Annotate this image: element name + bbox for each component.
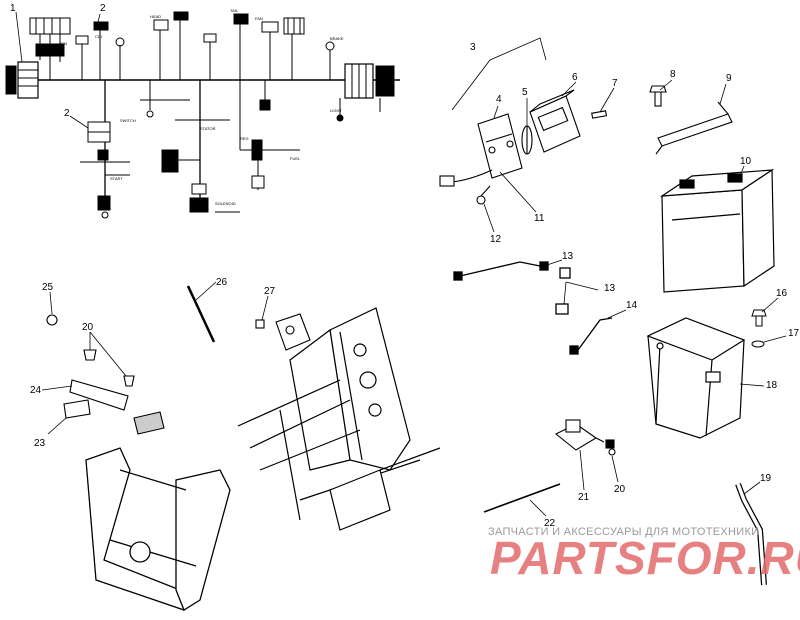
svg-text:LIGHT: LIGHT bbox=[330, 108, 342, 113]
starter-solenoid bbox=[554, 419, 616, 456]
callout-26: 26 bbox=[216, 277, 228, 288]
front-bumper bbox=[85, 447, 231, 611]
callout-12: 12 bbox=[490, 234, 502, 245]
callout-7: 7 bbox=[612, 78, 618, 89]
svg-text:FAN: FAN bbox=[255, 16, 263, 21]
callout-23: 23 bbox=[34, 438, 46, 449]
callout-18: 18 bbox=[766, 380, 778, 391]
watermark-tagline: ЗАПЧАСТИ И АКСЕССУАРЫ ДЛЯ МОТОТЕХНИКИ bbox=[488, 526, 760, 538]
callout-3: 3 bbox=[470, 42, 476, 53]
callout-6: 6 bbox=[572, 72, 578, 83]
svg-text:BRAKE: BRAKE bbox=[330, 36, 344, 41]
callout-20b: 20 bbox=[614, 484, 626, 495]
callout-5: 5 bbox=[522, 87, 528, 98]
wiring-schematic bbox=[5, 11, 400, 219]
mount-bracket-27 bbox=[255, 313, 311, 351]
callout-1: 1 bbox=[10, 3, 16, 14]
leader-lines bbox=[15, 11, 787, 517]
callout-21: 21 bbox=[578, 492, 590, 503]
battery-cables bbox=[453, 261, 613, 355]
watermark-brand: PARTSFOR.RU bbox=[490, 532, 800, 584]
callout-24: 24 bbox=[30, 385, 42, 396]
svg-text:FUEL: FUEL bbox=[290, 156, 301, 161]
callout-2a: 2 bbox=[100, 3, 106, 14]
battery bbox=[659, 168, 775, 293]
battery-strap bbox=[649, 85, 733, 155]
starter-cable bbox=[483, 483, 561, 513]
callout-17: 17 bbox=[788, 328, 800, 339]
callout-13b: 14 bbox=[626, 300, 638, 311]
callout-11: 11 bbox=[534, 213, 545, 224]
svg-text:START: START bbox=[110, 176, 123, 181]
callout-13a: 13 bbox=[562, 251, 574, 262]
callout-10: 10 bbox=[740, 156, 752, 167]
callout-25: 25 bbox=[42, 282, 54, 293]
cdi-box-assembly bbox=[439, 89, 608, 205]
callout-4: 4 bbox=[496, 94, 502, 105]
svg-text:HEAD: HEAD bbox=[150, 14, 161, 19]
callout-19: 19 bbox=[760, 473, 772, 484]
wiring-labels: IGN CDI HEAD TAIL FAN BRAKE SWITCH STATOR REG S… bbox=[60, 8, 344, 206]
frame-assembly bbox=[237, 307, 441, 531]
svg-text:STATOR: STATOR bbox=[200, 126, 216, 131]
callout-9: 9 bbox=[726, 73, 732, 84]
callout-8: 8 bbox=[670, 69, 676, 80]
callout-numbers: 1 2 2 3 4 5 6 7 8 9 10 11 12 13 13 14 16… bbox=[10, 3, 800, 529]
callout-20a: 20 bbox=[82, 322, 94, 333]
callout-2b: 2 bbox=[64, 108, 70, 119]
svg-text:SOLENOID: SOLENOID bbox=[215, 201, 236, 206]
tie-strap bbox=[186, 285, 216, 343]
svg-text:SWITCH: SWITCH bbox=[120, 118, 136, 123]
callout-14: 13 bbox=[604, 283, 616, 294]
svg-text:CDI: CDI bbox=[95, 34, 102, 39]
svg-text:IGN: IGN bbox=[60, 41, 67, 46]
svg-text:REG: REG bbox=[240, 136, 249, 141]
callout-16: 16 bbox=[776, 288, 788, 299]
callout-22: 22 bbox=[544, 518, 556, 529]
callout-27: 27 bbox=[264, 286, 276, 297]
front-parts bbox=[46, 314, 165, 435]
svg-text:TAIL: TAIL bbox=[230, 8, 239, 13]
battery-box bbox=[646, 317, 746, 439]
